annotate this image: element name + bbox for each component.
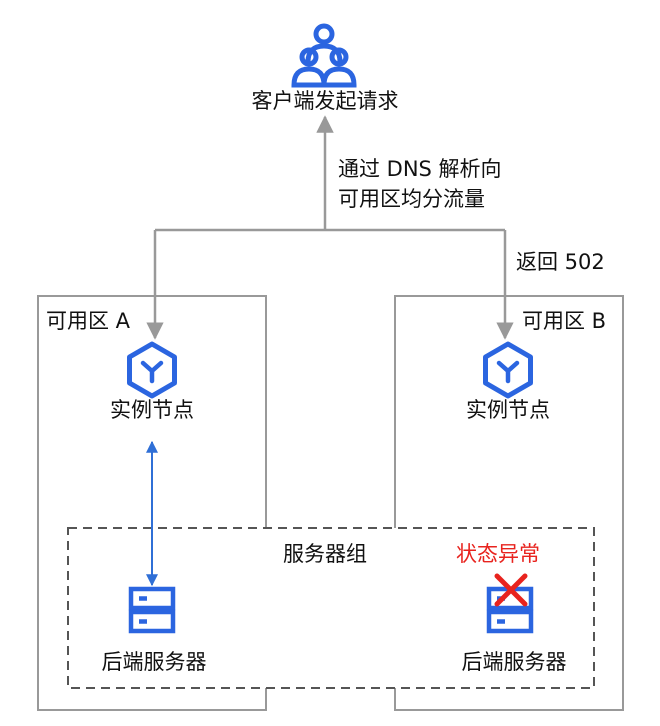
left-backend-server-label: 后端服务器	[101, 650, 207, 674]
server-group-title: 服务器组	[283, 542, 367, 566]
dns-description-line1: 通过 DNS 解析向	[338, 157, 502, 181]
client-label: 客户端发起请求	[251, 89, 399, 113]
right-backend-server-label: 后端服务器	[461, 650, 567, 674]
dns-description-line2: 可用区均分流量	[338, 187, 485, 211]
instance-node-icon	[483, 341, 533, 399]
users-icon	[291, 23, 357, 88]
server-icon	[128, 586, 176, 634]
zone-b-frame	[394, 295, 624, 711]
return-502-label: 返回 502	[516, 250, 605, 274]
zone-b-instance-label: 实例节点	[466, 398, 550, 422]
zone-b-title: 可用区 B	[522, 309, 607, 333]
instance-node-icon	[127, 341, 177, 399]
abnormal-status-label: 状态异常	[456, 542, 540, 566]
error-cross-icon	[494, 573, 528, 607]
zone-a-title: 可用区 A	[46, 309, 131, 333]
zone-a-instance-label: 实例节点	[110, 398, 194, 422]
zone-a-frame	[37, 295, 267, 711]
